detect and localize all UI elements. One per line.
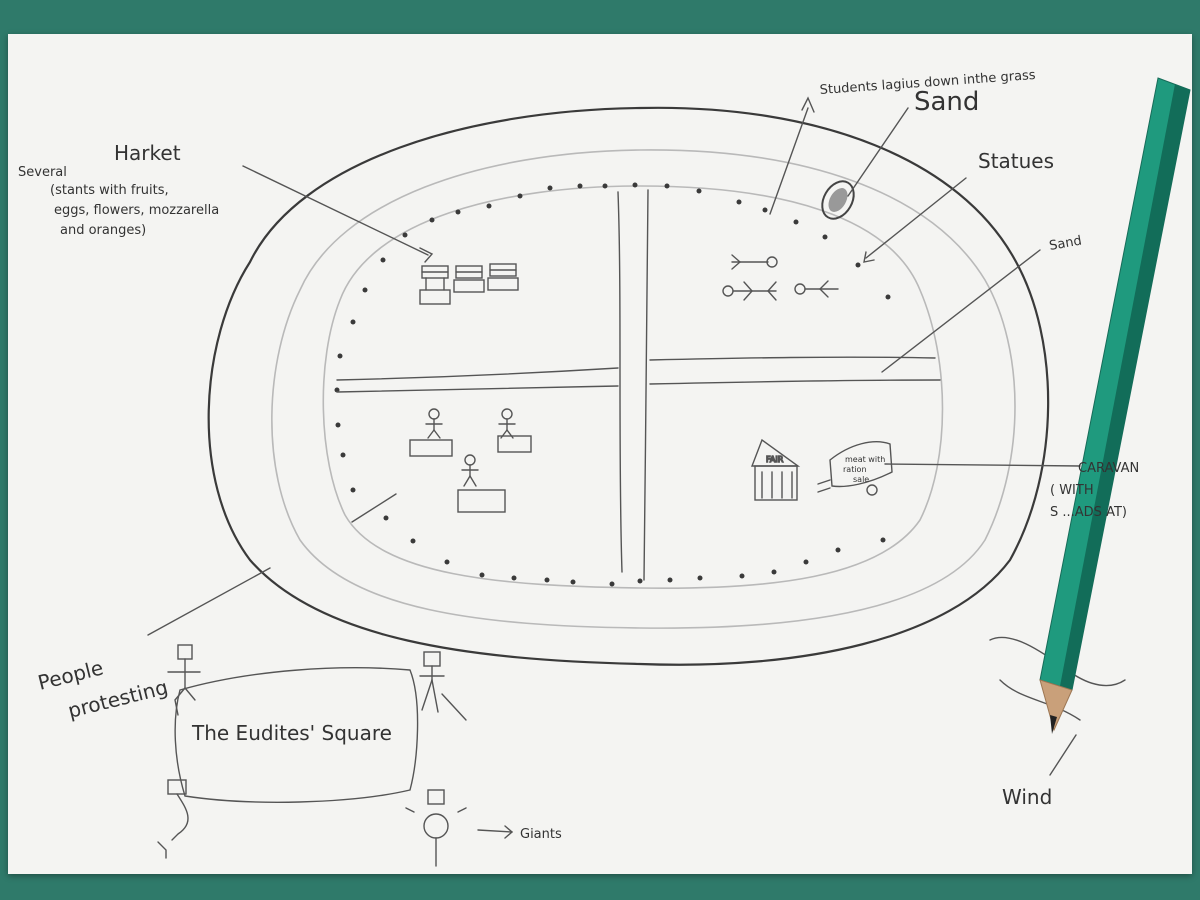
market-line-1: Several [18, 165, 67, 180]
market-title: Harket [114, 141, 181, 165]
pencil-icon [1039, 77, 1191, 734]
paper-sheet [8, 34, 1192, 874]
statue-icon [794, 280, 839, 298]
statues-label: Statues [978, 149, 1054, 173]
caravan-icon: meat with ration sale [817, 441, 893, 496]
stick-figure-icon [457, 454, 506, 513]
outer-oval [207, 106, 1050, 666]
giants-label: Giants [520, 827, 562, 842]
statue-icon [731, 254, 778, 270]
people-label-1: People [35, 655, 105, 694]
ring-dots [334, 182, 891, 587]
eudites-square [174, 667, 419, 803]
sand-right-label: Sand [1048, 233, 1083, 253]
stall-icon [453, 265, 485, 293]
wind-label: Wind [1002, 785, 1052, 809]
fair-tent-icon: FAIR [750, 438, 801, 501]
meat-label-1: meat with [845, 455, 885, 464]
fair-label: FAIR [766, 455, 784, 464]
caravan-label-2: ( WITH [1050, 483, 1094, 498]
leader-lines [147, 96, 1081, 839]
inner-oval [322, 185, 944, 589]
performers [409, 408, 532, 513]
cross-roads [336, 189, 941, 581]
meat-label-3: sale [853, 475, 869, 484]
statues [722, 254, 839, 301]
sand-blob [821, 180, 855, 220]
market-line-2: (stants with fruits, [50, 183, 169, 198]
stick-figure-icon [497, 408, 532, 453]
statue-icon [722, 281, 777, 301]
meat-label-2: ration [843, 465, 867, 474]
sand-top-label: Sand [914, 87, 979, 117]
middle-oval [271, 149, 1016, 629]
square-label: The Eudites' Square [191, 721, 392, 745]
market-line-3: eggs, flowers, mozzarella [54, 203, 219, 218]
market-stalls [419, 263, 519, 305]
stall-icon [419, 265, 451, 305]
stick-figure-icon [409, 408, 453, 457]
stall-icon [487, 263, 519, 291]
market-line-4: and oranges) [60, 223, 146, 238]
caravan-label-3: S ...ADS AT) [1050, 505, 1127, 520]
protest-figures [157, 644, 467, 867]
caravan-label-1: CARAVAN [1078, 461, 1139, 476]
